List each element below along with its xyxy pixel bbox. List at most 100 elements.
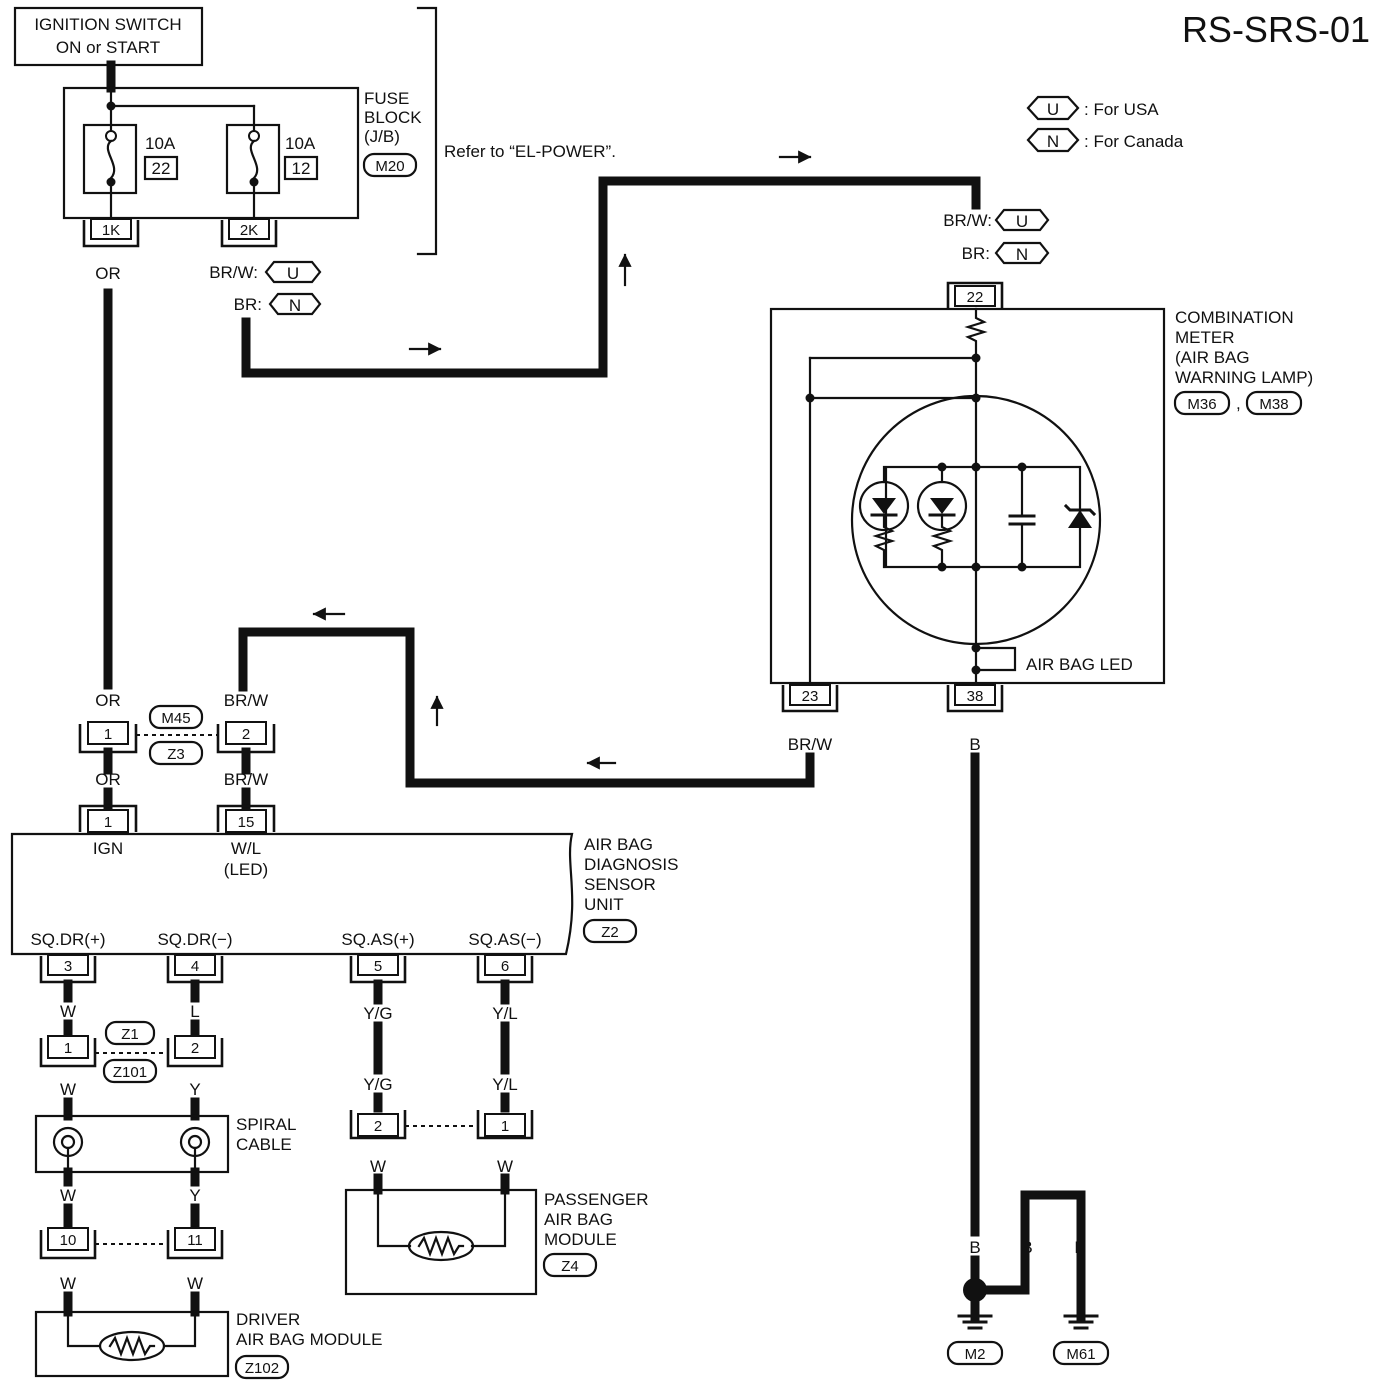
joint-z1-upper: Z1: [121, 1026, 139, 1043]
sensor-label-led: (LED): [224, 860, 268, 879]
driver-module-connector: Z102: [245, 1360, 279, 1377]
joint-pass-pin-2: 2: [374, 1118, 382, 1135]
fuse-22-number: 22: [152, 159, 171, 178]
passenger-module-label-1: PASSENGER: [544, 1190, 649, 1209]
meter-connector-m38: M38: [1259, 396, 1288, 413]
sensor-name-4: UNIT: [584, 895, 624, 914]
sensor-label-sqdr-minus: SQ.DR(−): [157, 930, 232, 949]
ignition-switch-line2: ON or START: [56, 38, 160, 57]
terminal-38-label: 38: [967, 688, 984, 705]
sensor-name-3: SENSOR: [584, 875, 656, 894]
spiral-cable: SPIRAL CABLE: [34, 1114, 296, 1174]
wire-w-4: W: [60, 1274, 76, 1293]
sensor-label-wl: W/L: [231, 839, 261, 858]
joint-pass-pin-1: 1: [501, 1118, 509, 1135]
joint-z1: 1 2 Z1 Z101: [39, 1020, 224, 1084]
wire-brw-u-meter: BR/W:: [943, 211, 992, 230]
joint-m45-pin-2: 2: [242, 726, 250, 743]
wire-brw-return: [238, 627, 815, 788]
passenger-module-label-3: MODULE: [544, 1230, 617, 1249]
meter-connector-m36: M36: [1187, 396, 1216, 413]
meter-label-2: METER: [1175, 328, 1235, 347]
joint-m45-pin-1: 1: [104, 726, 112, 743]
legend-badge-n: N: [1047, 132, 1059, 151]
driver-air-bag-module: DRIVER AIR BAG MODULE Z102: [34, 1310, 382, 1380]
terminal-38: 38: [946, 684, 1004, 713]
wire-l-1: L: [190, 1002, 199, 1021]
fuse-block-label-2: BLOCK: [364, 108, 422, 127]
wire-brw-meter-bottom: BR/W: [788, 735, 832, 754]
fuse-block: 10A 22 10A 12 FUSE BLOCK (J/B) M20: [62, 86, 422, 220]
terminal-23: 23: [781, 684, 839, 713]
meter-label-1: COMBINATION: [1175, 308, 1294, 327]
sensor-connector: Z2: [601, 924, 619, 941]
wire-yg-1: Y/G: [363, 1004, 392, 1023]
badge-n-top: N: [289, 296, 301, 315]
sensor-name-2: DIAGNOSIS: [584, 855, 678, 874]
terminal-1k-label: 1K: [102, 222, 120, 239]
joint-z1-lower: Z101: [113, 1064, 147, 1081]
ground-m61: M61: [1066, 1346, 1095, 1363]
wire-br-n-top: BR:: [234, 295, 262, 314]
joint-m45: 1 2 M45 Z3: [78, 704, 276, 766]
fuse-12-rating: 10A: [285, 134, 316, 153]
joint-m45-upper: M45: [161, 710, 190, 727]
driver-module-label-1: DRIVER: [236, 1310, 300, 1329]
page-code: RS-SRS-01: [1182, 9, 1370, 50]
wire-yl-2: Y/L: [492, 1075, 518, 1094]
ignition-switch: IGNITION SWITCH ON or START: [13, 6, 204, 67]
wire-w-5: W: [187, 1274, 203, 1293]
air-bag-led-label: AIR BAG LED: [1026, 655, 1133, 674]
badge-u-top: U: [287, 264, 299, 283]
sensor-pin-6: 6: [476, 954, 534, 984]
wire-br-n-meter: BR:: [962, 244, 990, 263]
joint-z1-pin-1: 1: [64, 1040, 72, 1057]
refer-bracket: [416, 6, 438, 256]
sensor-pin-1: 1: [78, 804, 138, 833]
wire-w-6: W: [370, 1157, 386, 1176]
wire-or-m45: OR: [95, 691, 121, 710]
meter-label-4: WARNING LAMP): [1175, 368, 1313, 387]
sensor-pin-15-num: 15: [238, 814, 255, 831]
wire-or-top: OR: [95, 264, 121, 283]
legend-badge-u: U: [1047, 100, 1059, 119]
terminal-22-label: 22: [967, 289, 984, 306]
legend-canada: N : For Canada: [1026, 127, 1184, 153]
spiral-cable-label-2: CABLE: [236, 1135, 292, 1154]
sensor-pin-1-num: 1: [104, 814, 112, 831]
sensor-unit: 1 15 IGN W/L (LED) SQ.DR(+) SQ.DR(−) SQ.…: [10, 804, 678, 984]
wire-w-2: W: [60, 1080, 76, 1099]
joint-10-11: 10 11: [39, 1227, 224, 1260]
badge-n-meter: N: [1016, 245, 1028, 264]
sensor-pin-5-num: 5: [374, 958, 382, 975]
wire-yl-1: Y/L: [492, 1004, 518, 1023]
legend: U : For USA N : For Canada: [1026, 95, 1184, 153]
sensor-label-sqdr-plus: SQ.DR(+): [30, 930, 105, 949]
ground-m2: M2: [965, 1346, 986, 1363]
wire-brw-to-meter: [241, 176, 981, 378]
wire-w-7: W: [497, 1157, 513, 1176]
fuse-12-number: 12: [292, 159, 311, 178]
joint-pin-11: 11: [187, 1232, 203, 1249]
refer-text: Refer to “EL-POWER”.: [444, 142, 616, 161]
wire-brw-u-top: BR/W:: [209, 263, 258, 282]
joint-passenger: 2 1: [349, 1110, 534, 1140]
sensor-label-sqas-minus: SQ.AS(−): [468, 930, 541, 949]
sensor-label-sqas-plus: SQ.AS(+): [341, 930, 414, 949]
fuse-block-label-1: FUSE: [364, 89, 409, 108]
sensor-label-ign: IGN: [93, 839, 123, 858]
wire-w-3: W: [60, 1186, 76, 1205]
joint-m45-lower: Z3: [167, 746, 185, 763]
wire-brw-m45: BR/W: [224, 691, 268, 710]
terminal-2k-label: 2K: [240, 222, 258, 239]
sensor-pin-6-num: 6: [501, 958, 509, 975]
sensor-pin-4: 4: [166, 954, 224, 984]
terminal-1k: 1K: [82, 218, 140, 248]
legend-text-canada: : For Canada: [1084, 132, 1184, 151]
joint-pin-10: 10: [60, 1232, 77, 1249]
passenger-module-connector: Z4: [561, 1258, 579, 1275]
wire-w-1: W: [60, 1002, 76, 1021]
legend-usa: U : For USA: [1026, 95, 1159, 121]
meter-label-3: (AIR BAG: [1175, 348, 1250, 367]
